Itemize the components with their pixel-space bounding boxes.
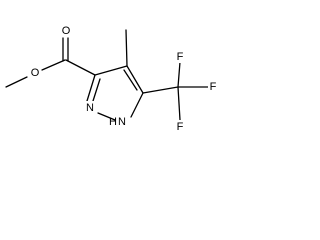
carbonyl-oxygen-label: O — [62, 25, 71, 37]
atom-ring-nitrogen-1: N H — [109, 115, 128, 128]
bond-ester-o-carbonyl — [41, 59, 66, 71]
bond-c3-n2-a — [86, 74, 96, 102]
bond-methyl-ester-o — [5, 76, 28, 88]
bond-c5-cf3 — [142, 86, 179, 94]
ring-nh-hydrogen-label: H — [109, 116, 117, 128]
ring-nitrogen-1-label: N — [118, 116, 126, 128]
atom-ring-nitrogen-2: N — [85, 101, 96, 114]
atom-fluorine-bottom: F — [174, 120, 185, 133]
atom-carbonyl-oxygen: O — [60, 24, 71, 37]
bonds — [5, 29, 209, 121]
ester-oxygen-label: O — [31, 67, 40, 79]
atom-fluorine-top: F — [174, 50, 185, 63]
pyrazole-ester-structure: O O N N H F F F — [5, 24, 219, 133]
ring-nitrogen-2-label: N — [86, 102, 94, 114]
bond-c4-methyl — [125, 29, 128, 67]
bond-c3-n2-b — [92, 78, 101, 102]
bond-n2-n1 — [97, 112, 116, 121]
bond-c4-c3 — [94, 65, 128, 76]
fluorine-right-label: F — [210, 81, 217, 93]
bond-c5-c4-a — [126, 65, 144, 94]
atom-ester-oxygen: O — [29, 66, 40, 79]
bond-cf3-f-bottom — [177, 86, 181, 121]
bond-c5-c4-b — [123, 69, 138, 91]
atom-labels: O O N N H F F F — [29, 24, 219, 133]
fluorine-top-label: F — [177, 51, 184, 63]
bond-n1-c5 — [130, 92, 144, 118]
bond-cf3-f-top — [177, 61, 181, 88]
fluorine-bottom-label: F — [177, 121, 184, 133]
bond-carbonyl-c3 — [65, 59, 96, 76]
atom-fluorine-right: F — [208, 80, 219, 93]
